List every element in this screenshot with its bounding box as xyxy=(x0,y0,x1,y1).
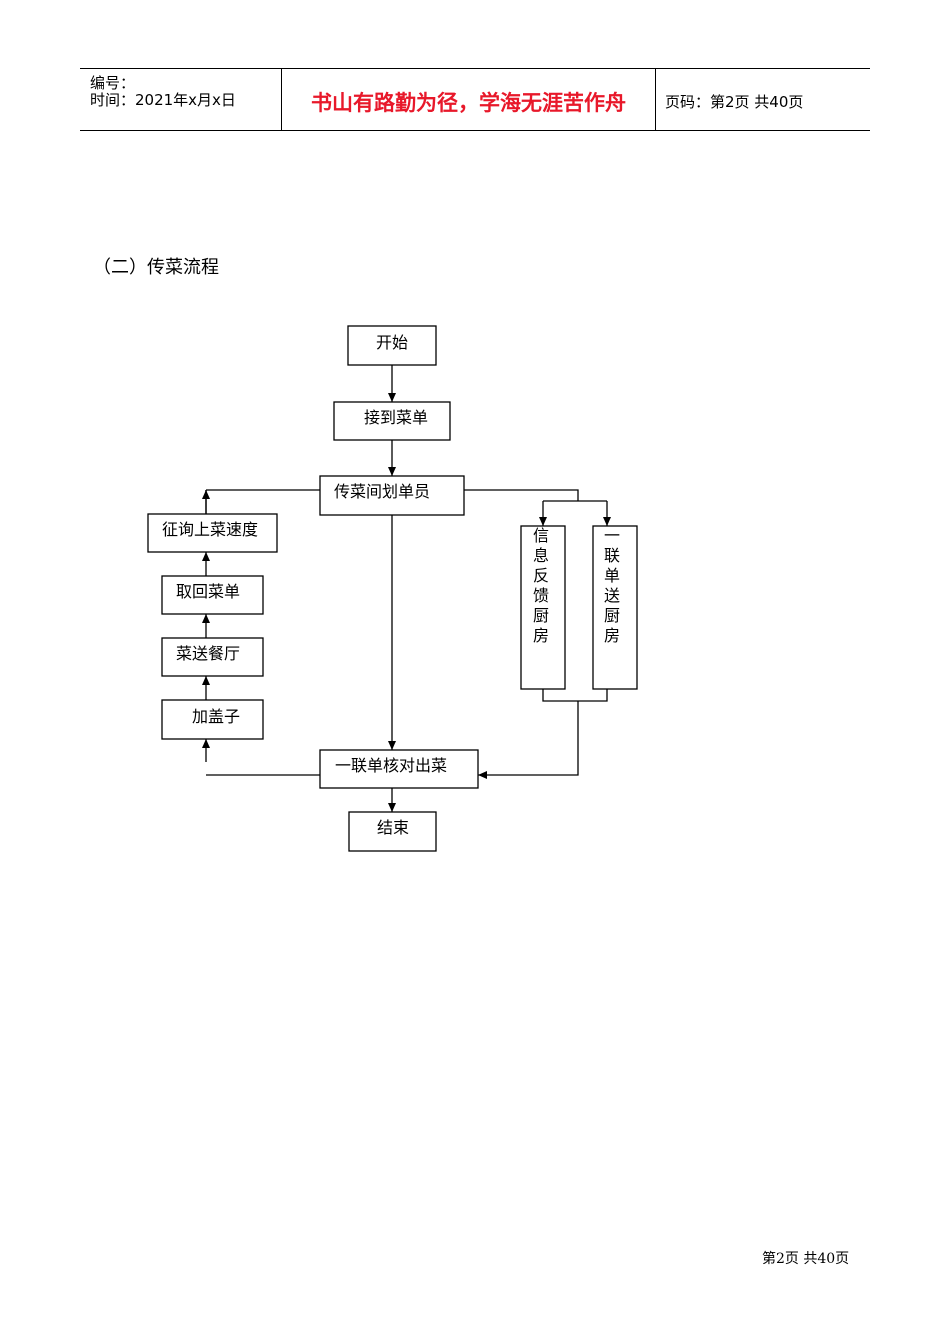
header-right-cell: 页码：第2页 共40页 xyxy=(655,69,870,130)
node-cover-box xyxy=(161,699,264,740)
header-left-cell: 编号： 时间：2021年x月x日 xyxy=(80,69,281,130)
node-deliver-label: 菜送餐厅 xyxy=(176,644,240,663)
document-date: 时间：2021年x月x日 xyxy=(90,91,236,109)
header-motto-cell: 书山有路勤为径，学海无涯苦作舟 xyxy=(281,69,656,130)
node-ask-speed-label: 征询上菜速度 xyxy=(162,520,258,539)
section-title: （二）传菜流程 xyxy=(93,257,219,278)
node-start-label: 开始 xyxy=(376,333,408,352)
node-check-label: 一联单核对出菜 xyxy=(335,756,447,775)
node-retrieve-label: 取回菜单 xyxy=(176,582,240,601)
node-ask-speed-box xyxy=(147,513,278,553)
node-receive-label: 接到菜单 xyxy=(364,408,428,427)
node-retrieve-box xyxy=(161,575,264,615)
header-page-number: 页码：第2页 共40页 xyxy=(665,93,804,111)
header-motto: 书山有路勤为径，学海无涯苦作舟 xyxy=(311,91,626,115)
node-copy-kitchen-label: 一联单送厨房 xyxy=(604,526,620,645)
node-feedback-label: 信息反馈厨房 xyxy=(533,526,549,645)
line-branch-merge xyxy=(542,689,608,702)
node-check-box xyxy=(319,749,479,789)
page-header: 编号： 时间：2021年x月x日 书山有路勤为径，学海无涯苦作舟 页码：第2页 … xyxy=(80,68,870,131)
node-copy-kitchen-box xyxy=(592,525,638,690)
node-planner-label: 传菜间划单员 xyxy=(334,482,430,501)
node-cover-label: 加盖子 xyxy=(192,707,240,726)
line-planner-right xyxy=(464,489,579,501)
page-footer-number: 第2页 共40页 xyxy=(762,1251,850,1267)
arrow-merge-to-check xyxy=(478,701,579,779)
document-number-label: 编号： xyxy=(90,74,136,92)
node-end-label: 结束 xyxy=(377,818,409,837)
node-deliver-box xyxy=(161,637,264,677)
